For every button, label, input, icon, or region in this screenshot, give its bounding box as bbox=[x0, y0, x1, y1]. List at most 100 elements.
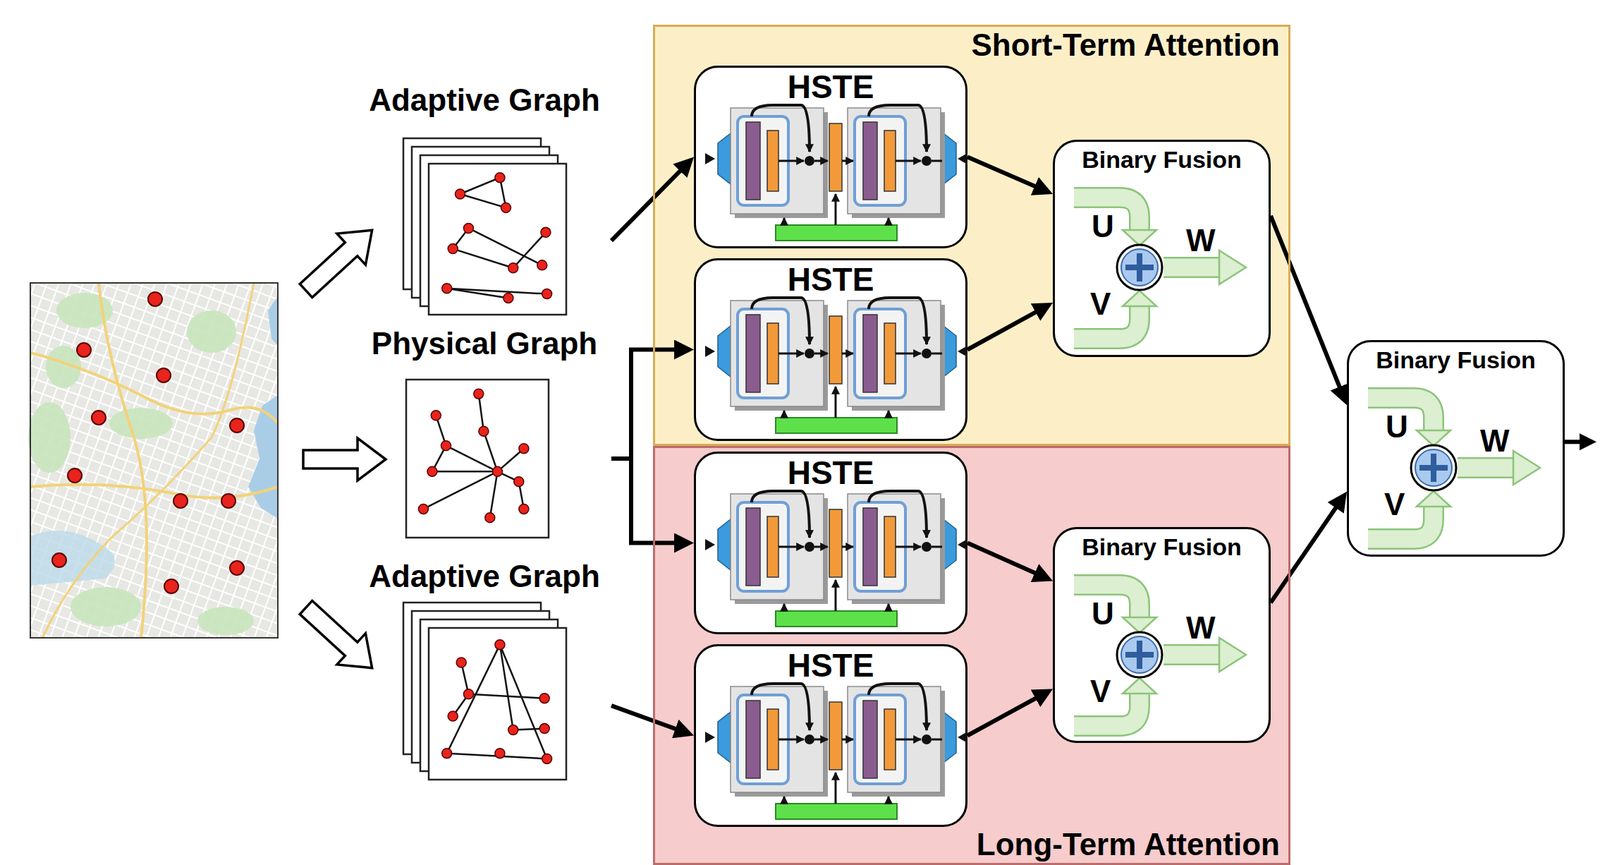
node-figure bbox=[357, 327, 612, 540]
fusion-block: Binary FusionUVW bbox=[1346, 339, 1565, 557]
flow-arrow bbox=[778, 545, 804, 548]
residual-arrow bbox=[868, 683, 927, 730]
add-ring bbox=[1116, 631, 1163, 677]
hste-block: HSTE bbox=[693, 643, 968, 827]
residual-arrow bbox=[751, 490, 810, 538]
input-arrowhead bbox=[705, 731, 716, 743]
flow-arrow bbox=[967, 157, 1046, 192]
output-arrowhead bbox=[957, 731, 968, 743]
add-disc bbox=[1121, 248, 1158, 286]
residual-arrow bbox=[751, 683, 810, 730]
panel-title: Long-Term Attention bbox=[976, 828, 1280, 860]
city-map bbox=[28, 282, 278, 638]
fusion-flow-head bbox=[1219, 250, 1247, 285]
embedding-arrow bbox=[887, 603, 890, 611]
graph-link bbox=[447, 288, 548, 295]
block-title: HSTE bbox=[787, 456, 875, 489]
sensor-dot bbox=[229, 418, 244, 433]
flow-arrow bbox=[895, 738, 921, 741]
fusion-label: U bbox=[1091, 210, 1115, 242]
flow-arrow bbox=[967, 306, 1046, 350]
graph-figure: Adaptive Graph bbox=[357, 84, 612, 318]
flow-line bbox=[931, 545, 943, 548]
fusion-label: W bbox=[1186, 224, 1216, 256]
graph-vertex bbox=[500, 202, 511, 213]
graph-vertex bbox=[508, 724, 519, 735]
flow-arrow bbox=[778, 738, 804, 741]
attention-bar bbox=[746, 507, 761, 586]
map-frame bbox=[30, 282, 278, 638]
fusion-flow-head bbox=[1122, 229, 1157, 246]
add-plus bbox=[1419, 453, 1448, 482]
attention-bar bbox=[863, 314, 878, 393]
hollow-arrow-shape bbox=[303, 437, 386, 481]
norm-bar bbox=[884, 516, 896, 577]
flow-arrow bbox=[841, 352, 854, 355]
fusion-flow bbox=[1163, 645, 1220, 664]
norm-bar bbox=[767, 708, 779, 770]
graph-link bbox=[490, 471, 498, 517]
add-ring bbox=[1411, 444, 1457, 491]
embedding-bar bbox=[775, 610, 897, 627]
attention-bar bbox=[863, 700, 878, 778]
fusion-flow-outline bbox=[1163, 256, 1220, 278]
fusion-flow bbox=[1163, 258, 1220, 277]
graph-vertex bbox=[473, 388, 484, 399]
embedding-bar bbox=[775, 417, 897, 433]
input-arrowhead bbox=[705, 153, 716, 165]
attention-panel: Short-Term AttentionHSTEHSTEBinary Fusio… bbox=[652, 24, 1291, 446]
graph-label: Adaptive Graph bbox=[368, 84, 601, 116]
sensor-dot bbox=[91, 410, 106, 425]
flow-line bbox=[931, 352, 943, 355]
graph-vertex bbox=[492, 466, 503, 476]
hollow-arrow bbox=[291, 214, 387, 307]
graph-label: Adaptive Graph bbox=[368, 560, 601, 592]
flow-arrow bbox=[1270, 215, 1345, 398]
flow-arrow bbox=[895, 545, 921, 548]
hollow-arrow bbox=[303, 437, 386, 481]
embedding-arrow bbox=[834, 579, 838, 611]
output-gate bbox=[943, 711, 957, 763]
fusion-flow-outline bbox=[1163, 643, 1220, 665]
flow-arrow bbox=[1270, 498, 1342, 603]
flow-line bbox=[931, 738, 943, 741]
sensor-dot bbox=[156, 368, 171, 383]
graph-link bbox=[499, 644, 548, 759]
graph-link bbox=[447, 644, 500, 754]
flow-arrow bbox=[841, 160, 854, 163]
flow-arrow bbox=[814, 160, 828, 163]
input-gate bbox=[717, 325, 731, 377]
graph-link bbox=[423, 471, 498, 509]
residual-arrow bbox=[868, 297, 927, 345]
sensor-dot bbox=[67, 468, 82, 483]
graph-vertex bbox=[518, 443, 529, 454]
hste-block: HSTE bbox=[693, 65, 968, 249]
input-arrowhead bbox=[705, 345, 716, 357]
sum-dot bbox=[804, 348, 815, 359]
embedding-arrow bbox=[887, 217, 890, 225]
flow-arrow bbox=[611, 458, 686, 543]
sum-dot bbox=[921, 348, 932, 359]
input-gate bbox=[717, 133, 731, 185]
embedding-arrow bbox=[783, 217, 786, 225]
flow-arrow bbox=[967, 692, 1046, 735]
fusion-label: W bbox=[1186, 612, 1216, 644]
hste-block: HSTE bbox=[693, 451, 968, 634]
panel-fill bbox=[652, 24, 1291, 446]
graph-vertex bbox=[542, 289, 553, 299]
graph-page bbox=[428, 627, 567, 780]
sensor-dot bbox=[229, 560, 244, 575]
graph-vertex bbox=[540, 227, 551, 237]
graph-link bbox=[459, 177, 500, 194]
highway bbox=[30, 352, 278, 424]
norm-bar bbox=[884, 708, 896, 770]
fusion-label: Binary Fusion bbox=[1081, 534, 1242, 559]
graph-link bbox=[446, 445, 498, 472]
sum-dot bbox=[804, 155, 815, 166]
attention-bar bbox=[746, 700, 761, 778]
hollow-arrow-shape bbox=[291, 214, 387, 307]
graph-vertex bbox=[463, 688, 474, 699]
add-ring bbox=[1116, 244, 1163, 290]
fusion-bar bbox=[829, 701, 842, 770]
graph-vertex bbox=[495, 748, 505, 759]
